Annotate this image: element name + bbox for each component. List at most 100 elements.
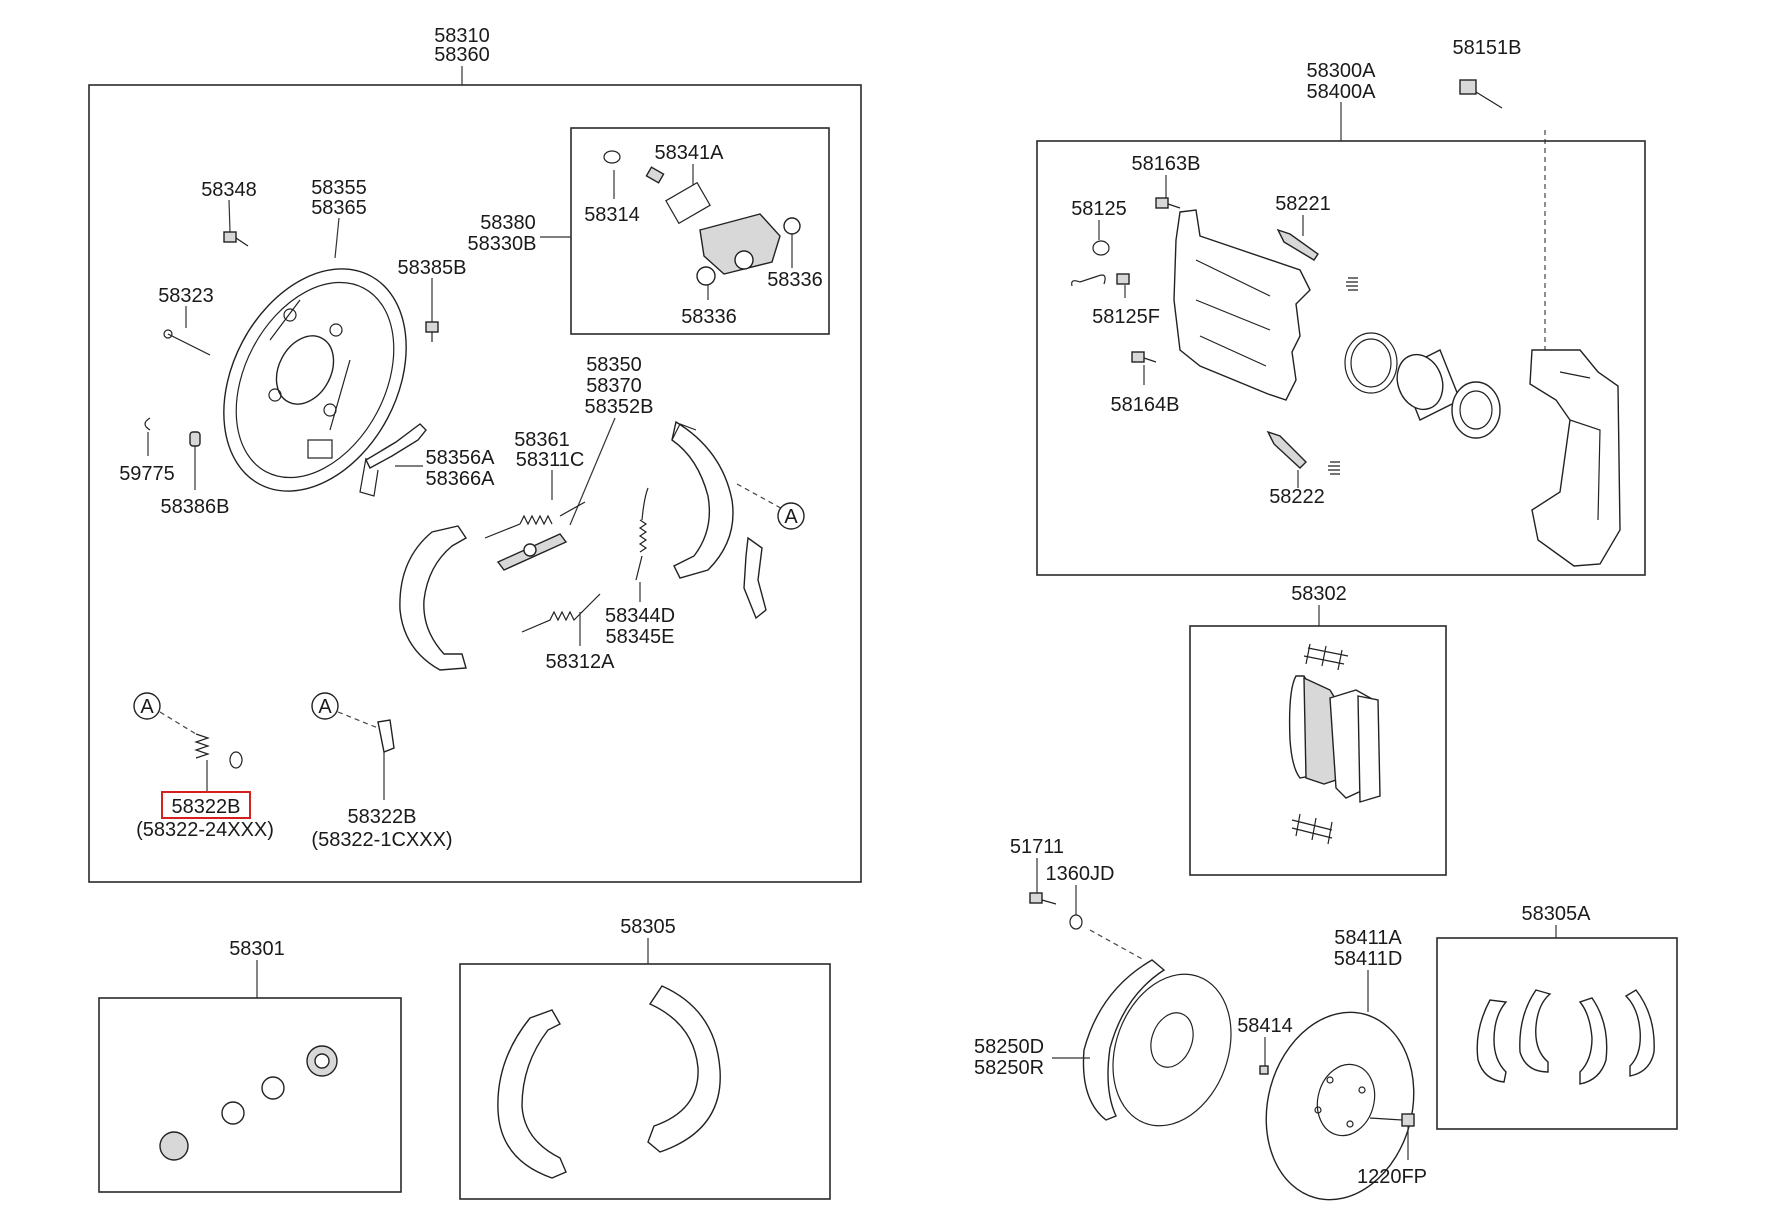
label-58301[interactable]: 58301 bbox=[229, 938, 285, 960]
backing-plate-58250-part bbox=[1082, 959, 1232, 1127]
wheel-cylinder-box bbox=[570, 127, 830, 335]
piston-seal-part bbox=[1344, 332, 1398, 394]
label-1220FP[interactable]: 1220FP bbox=[1357, 1166, 1427, 1188]
label-58305A[interactable]: 58305A bbox=[1522, 903, 1592, 925]
guide-pin-58222-part bbox=[1266, 430, 1340, 475]
label-58336-bottom[interactable]: 58336 bbox=[681, 306, 737, 328]
brake-shoe-set-58305-box bbox=[459, 963, 831, 1200]
caliper-bracket-part bbox=[1529, 349, 1621, 567]
backing-plate-part bbox=[223, 268, 407, 492]
dust-boot-part bbox=[1451, 381, 1501, 439]
label-58365[interactable]: 58365 bbox=[311, 197, 367, 219]
pin-58323-part bbox=[163, 329, 211, 356]
label-58386B[interactable]: 58386B bbox=[161, 496, 230, 518]
label-58360[interactable]: 58360 bbox=[434, 44, 490, 66]
highlight-box-58322B bbox=[161, 791, 251, 819]
callout-A-left[interactable]: A bbox=[140, 696, 154, 718]
adjuster-spring-part bbox=[484, 501, 586, 539]
boot-58314-part bbox=[603, 150, 665, 184]
caliper-housing-part bbox=[1173, 209, 1311, 401]
label-58380[interactable]: 58380 bbox=[480, 212, 536, 234]
hold-down-spring-part bbox=[194, 733, 243, 769]
label-58312A[interactable]: 58312A bbox=[546, 651, 616, 673]
bolt-58348-part bbox=[223, 231, 249, 247]
label-58348[interactable]: 58348 bbox=[201, 179, 257, 201]
label-58322B-highlighted[interactable]: 58322B bbox=[172, 796, 241, 818]
right-brake-shoe-part bbox=[671, 420, 734, 579]
adjuster-screw-part bbox=[496, 533, 568, 571]
label-51711[interactable]: 51711 bbox=[1010, 836, 1064, 858]
label-58344D[interactable]: 58344D bbox=[605, 605, 675, 627]
label-58163B[interactable]: 58163B bbox=[1132, 153, 1201, 175]
label-58250D[interactable]: 58250D bbox=[974, 1036, 1044, 1058]
callout-circle-A-right bbox=[311, 692, 339, 720]
screw-58414-part bbox=[1259, 1065, 1269, 1075]
label-58322-1CXXX[interactable]: (58322-1CXXX) bbox=[311, 829, 452, 851]
label-58336-right[interactable]: 58336 bbox=[767, 269, 823, 291]
label-58352B[interactable]: 58352B bbox=[585, 396, 654, 418]
callout-A-main[interactable]: A bbox=[784, 506, 798, 528]
callout-A-right[interactable]: A bbox=[318, 696, 332, 718]
lower-spring-part bbox=[521, 593, 601, 633]
label-58164B[interactable]: 58164B bbox=[1111, 394, 1180, 416]
gasket-58341A-part bbox=[665, 181, 711, 225]
label-58311C[interactable]: 58311C bbox=[516, 449, 585, 471]
bolt-58164B-part bbox=[1131, 351, 1157, 363]
bolt-58151B-part bbox=[1459, 79, 1503, 109]
label-58414[interactable]: 58414 bbox=[1237, 1015, 1293, 1037]
label-58222[interactable]: 58222 bbox=[1269, 486, 1325, 508]
parking-shoe-set-58305A-box bbox=[1436, 937, 1678, 1130]
clip-59775-part bbox=[144, 417, 151, 431]
bolt-58163B-part bbox=[1155, 197, 1181, 209]
lever-58356A-part bbox=[359, 423, 427, 497]
label-58356A[interactable]: 58356A bbox=[426, 447, 496, 469]
label-58355[interactable]: 58355 bbox=[311, 177, 367, 199]
plug-58386B-part bbox=[189, 431, 201, 447]
label-58310[interactable]: 58310 bbox=[434, 25, 490, 47]
label-58323[interactable]: 58323 bbox=[158, 285, 214, 307]
label-58151B[interactable]: 58151B bbox=[1453, 37, 1522, 59]
hold-down-pin-part bbox=[377, 719, 395, 753]
cylinder-kit-parts bbox=[159, 1045, 338, 1161]
callout-circle-A-left bbox=[133, 692, 161, 720]
label-58302[interactable]: 58302 bbox=[1291, 583, 1347, 605]
callout-circle-A-main bbox=[777, 502, 805, 530]
label-58341A[interactable]: 58341A bbox=[655, 142, 725, 164]
label-58366A[interactable]: 58366A bbox=[426, 468, 496, 490]
label-58221[interactable]: 58221 bbox=[1275, 193, 1331, 215]
label-58350[interactable]: 58350 bbox=[586, 354, 642, 376]
label-58361[interactable]: 58361 bbox=[514, 429, 570, 451]
repair-kit-58301-box bbox=[98, 997, 402, 1193]
bleeder-58385B-part bbox=[425, 321, 439, 342]
shoe-set-58305-parts bbox=[497, 985, 721, 1179]
left-brake-shoe-part bbox=[399, 525, 467, 671]
label-58411D[interactable]: 58411D bbox=[1334, 948, 1403, 970]
parking-lever-part bbox=[743, 536, 767, 620]
label-59775[interactable]: 59775 bbox=[119, 463, 175, 485]
caliper-assembly-box bbox=[1036, 140, 1646, 576]
label-58250R[interactable]: 58250R bbox=[974, 1057, 1044, 1079]
drum-brake-assembly-box bbox=[88, 84, 862, 883]
boot-58221-part bbox=[1346, 277, 1358, 291]
return-spring-part bbox=[635, 487, 649, 581]
label-58385B[interactable]: 58385B bbox=[398, 257, 467, 279]
label-58322B-second[interactable]: 58322B bbox=[348, 806, 417, 828]
label-58400A[interactable]: 58400A bbox=[1307, 81, 1377, 103]
label-58330B[interactable]: 58330B bbox=[468, 233, 537, 255]
wheel-cylinder-part bbox=[696, 213, 801, 286]
label-1360JD[interactable]: 1360JD bbox=[1046, 863, 1115, 885]
piston-part bbox=[1396, 349, 1461, 421]
screw-1220FP-part bbox=[1369, 1113, 1415, 1127]
label-58300A[interactable]: 58300A bbox=[1307, 60, 1377, 82]
label-58125[interactable]: 58125 bbox=[1071, 198, 1127, 220]
guide-pin-58221-part bbox=[1276, 228, 1319, 261]
label-58314[interactable]: 58314 bbox=[584, 204, 640, 226]
label-58345E[interactable]: 58345E bbox=[606, 626, 675, 648]
label-58411A[interactable]: 58411A bbox=[1334, 927, 1402, 949]
label-58125F[interactable]: 58125F bbox=[1092, 306, 1160, 328]
label-58305[interactable]: 58305 bbox=[620, 916, 676, 938]
label-58322-24XXX[interactable]: (58322-24XXX) bbox=[136, 819, 274, 841]
label-58370[interactable]: 58370 bbox=[586, 375, 642, 397]
bleeder-58125F-part bbox=[1116, 273, 1130, 285]
